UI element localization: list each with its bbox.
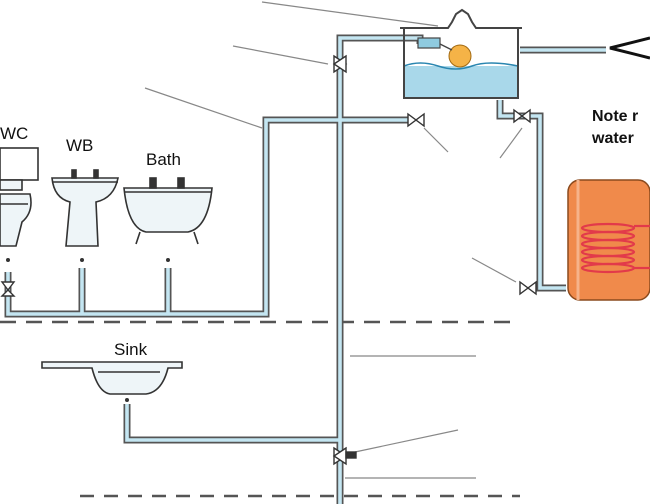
tank-water-surface <box>403 62 519 70</box>
bath-label: Bath <box>146 150 181 169</box>
wc-label: WC <box>0 124 29 143</box>
float-arm <box>439 43 453 51</box>
tank-water <box>404 66 518 98</box>
valve-icon <box>407 112 425 128</box>
wc-icon <box>0 147 39 247</box>
cylinder-feed-pipe <box>496 100 566 292</box>
sink-branch-pipe <box>123 404 340 444</box>
leader-lines <box>144 1 523 479</box>
wash-basin-icon <box>51 169 119 247</box>
valve-icon <box>332 54 348 74</box>
rising-main-pipe <box>336 34 424 504</box>
bath-icon <box>123 177 213 245</box>
leader-line <box>261 1 439 27</box>
leader-line <box>423 127 449 153</box>
note-text: Note r water <box>592 106 638 150</box>
float-valve <box>417 37 441 49</box>
inlet-markers <box>6 258 170 402</box>
cold-water-tank <box>400 8 522 99</box>
note-line-2: water <box>592 130 634 147</box>
leader-line <box>144 87 263 129</box>
note-line-1: Note r <box>592 108 639 125</box>
wb-label: WB <box>66 136 94 155</box>
leader-line <box>354 429 459 453</box>
overflow-arrow-icon <box>609 36 650 60</box>
leader-line <box>232 45 329 65</box>
stop-tap-handle <box>345 451 357 459</box>
tank-lid <box>400 8 522 29</box>
leader-line <box>499 127 523 159</box>
hot-water-cylinder <box>567 179 650 301</box>
valve-icon <box>519 280 537 296</box>
valve-icon <box>0 281 16 297</box>
tank-wall <box>403 28 519 99</box>
sink-label: Sink <box>114 340 148 359</box>
pipework <box>4 34 606 504</box>
sink-icon <box>41 361 183 395</box>
heating-coil-icon <box>580 222 650 274</box>
leader-line <box>471 257 517 283</box>
valve-icon <box>513 108 531 124</box>
ball-float-icon <box>448 44 472 68</box>
valves <box>0 54 537 466</box>
